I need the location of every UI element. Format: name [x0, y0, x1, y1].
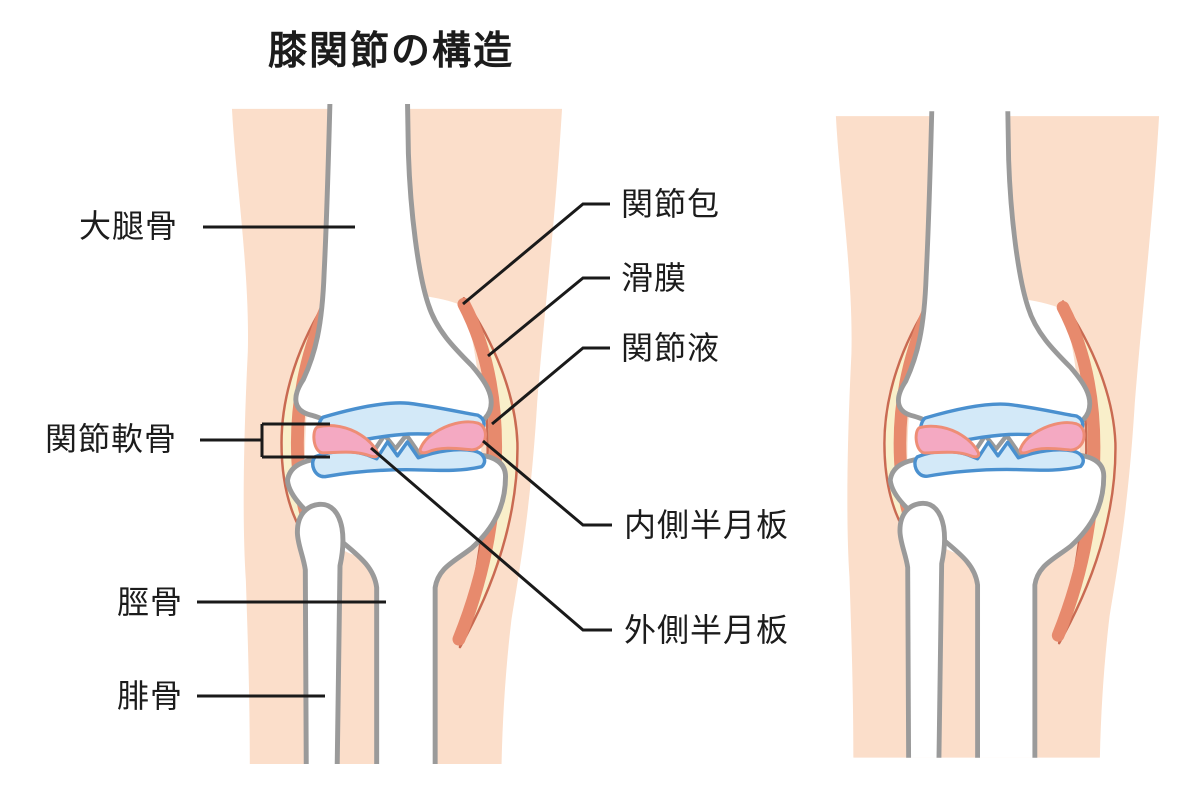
page-title: 膝関節の構造 — [268, 30, 515, 73]
label-fibula: 腓骨 — [117, 678, 184, 714]
label-medial-meniscus: 内側半月板 — [624, 507, 790, 543]
label-synovium: 滑膜 — [621, 260, 688, 296]
label-articular-cartilage: 関節軟骨 — [45, 421, 178, 457]
label-synovial-fluid: 関節液 — [621, 330, 721, 366]
label-tibia: 脛骨 — [117, 584, 184, 620]
label-lateral-meniscus: 外側半月板 — [624, 612, 790, 648]
label-joint-capsule: 関節包 — [621, 186, 721, 222]
label-femur: 大腿骨 — [79, 208, 179, 244]
knee-diagram-plain — [832, 104, 1162, 765]
knee-diagram-labeled — [228, 102, 565, 766]
